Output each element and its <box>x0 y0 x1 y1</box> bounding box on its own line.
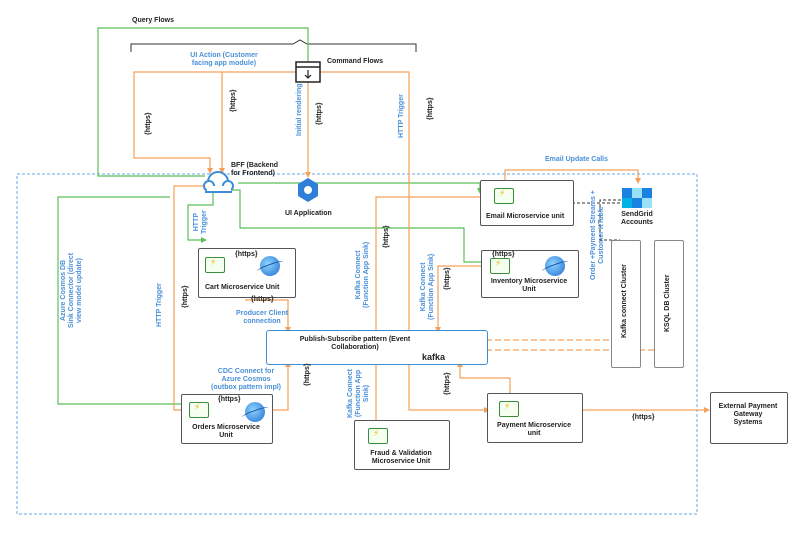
fraud-kafka-connect-label: Kafka Connect (Function App Sink) <box>347 368 370 418</box>
https-label-13: {https} <box>444 372 451 395</box>
bff-cloud-icon <box>203 171 234 193</box>
payment-kafka-line <box>459 364 511 398</box>
browser-window-icon <box>295 61 321 83</box>
query-flow-line <box>97 27 309 177</box>
ksql-cluster-label: KSQL DB Cluster <box>664 274 671 332</box>
payment-unit-label: Payment Microservice unit <box>497 422 571 437</box>
inventory-function-icon <box>490 258 510 274</box>
https-label-6: {https} <box>251 296 274 303</box>
inventory-kafka-connect-label: Kafka Connect (Function App Sink) <box>420 253 435 320</box>
inventory-unit-label: Inventory Microservice Unit <box>490 278 568 293</box>
payment-http-trigger-line <box>320 71 488 411</box>
sendgrid-label: SendGrid Accounts <box>621 211 653 226</box>
cart-cosmos-icon <box>260 256 280 276</box>
sendgrid-icon <box>622 188 652 208</box>
cart-function-icon <box>205 257 225 273</box>
payment-function-icon <box>499 401 519 417</box>
inventory-sink-line <box>437 265 488 330</box>
inventory-cosmos-icon <box>545 256 565 276</box>
https-label-3: {https} <box>316 102 323 125</box>
command-flows-brace <box>130 39 417 52</box>
external-payment-label: External Payment Gateway Systems <box>718 403 778 426</box>
pubsub-label: Publish-Subscribe pattern (Event Collabo… <box>299 336 411 351</box>
https-label-12: {https} <box>444 267 451 290</box>
cdc-connect-label: CDC Connect for Azure Cosmos (outbox pat… <box>211 368 281 391</box>
kafka-label: kafka <box>422 352 446 362</box>
ksql-sendgrid-line <box>599 199 621 241</box>
email-kafka-connect-label: Kafka Connect (Function App Sink) <box>355 241 370 308</box>
fraud-function-icon <box>368 428 388 444</box>
external-payment-box <box>710 392 788 444</box>
bff-inventory-line <box>232 189 488 263</box>
bff-email-line <box>238 182 481 192</box>
https-label-14: {https} <box>304 363 311 386</box>
cart-producer-line <box>245 299 289 330</box>
http-trigger-top-label: HTTP Trigger <box>398 94 405 138</box>
http-trigger-left-label: HTTP Trigger <box>156 283 163 327</box>
ui-application-label: UI Application <box>285 210 332 217</box>
https-label-4: {https} <box>427 97 434 120</box>
email-function-icon <box>494 188 514 204</box>
bff-orders-line <box>173 185 205 411</box>
azure-boundary <box>16 173 698 515</box>
query-flows-label: Query Flows <box>132 17 175 24</box>
cosmos-sink-line <box>57 196 185 405</box>
https-label-9: {https} <box>632 414 655 421</box>
https-label-2: {https} <box>145 112 152 135</box>
https-label-10: {https} <box>182 285 189 308</box>
kafka-connect-cluster-box <box>611 240 641 368</box>
https-label-1: {https} <box>230 89 237 112</box>
initial-rendering-label: Initial rendering <box>296 83 303 136</box>
ui-action-label: UI Action (Customer facing app module) <box>190 52 258 67</box>
producer-client-label: Producer Client connection <box>235 310 289 325</box>
email-sendgrid-line <box>504 169 639 182</box>
kafka-connect-cluster-label: Kafka connect Cluster <box>621 264 628 338</box>
bff-cart-line <box>187 190 214 241</box>
bff-label: BFF (Backend for Frontend) <box>231 162 279 177</box>
email-update-calls-label: Email Update Calls <box>545 156 609 163</box>
http-trigger-bff-label: HTTP Trigger <box>193 210 208 234</box>
cart-unit-label: Cart Microservice Unit <box>205 284 280 291</box>
ksql-cluster-box <box>654 240 684 368</box>
order-streams-label: Order +Payment Streams + Customer KTable <box>590 190 605 280</box>
orders-cdc-line <box>272 364 289 411</box>
https-label-8: {https} <box>218 396 241 403</box>
ui-application-icon <box>298 178 318 202</box>
cosmos-sink-label: Azure Cosmos DB Sink Connector (direct v… <box>60 252 83 328</box>
email-unit-label: Email Microservice unit <box>486 213 565 220</box>
command-flows-label: Command Flows <box>327 58 384 65</box>
https-label-7: {https} <box>492 251 515 258</box>
https-label-11: {https} <box>383 225 390 248</box>
fraud-unit-label: Fraud & Validation Microservice Unit <box>370 450 432 465</box>
https-label-5: {https} <box>235 251 258 258</box>
orders-function-icon <box>189 402 209 418</box>
orders-cosmos-icon <box>245 402 265 422</box>
ui-action-line <box>133 71 296 170</box>
email-sink-line <box>375 196 487 330</box>
pubsub-box <box>266 330 488 365</box>
orders-unit-label: Orders Microservice Unit <box>192 424 260 439</box>
